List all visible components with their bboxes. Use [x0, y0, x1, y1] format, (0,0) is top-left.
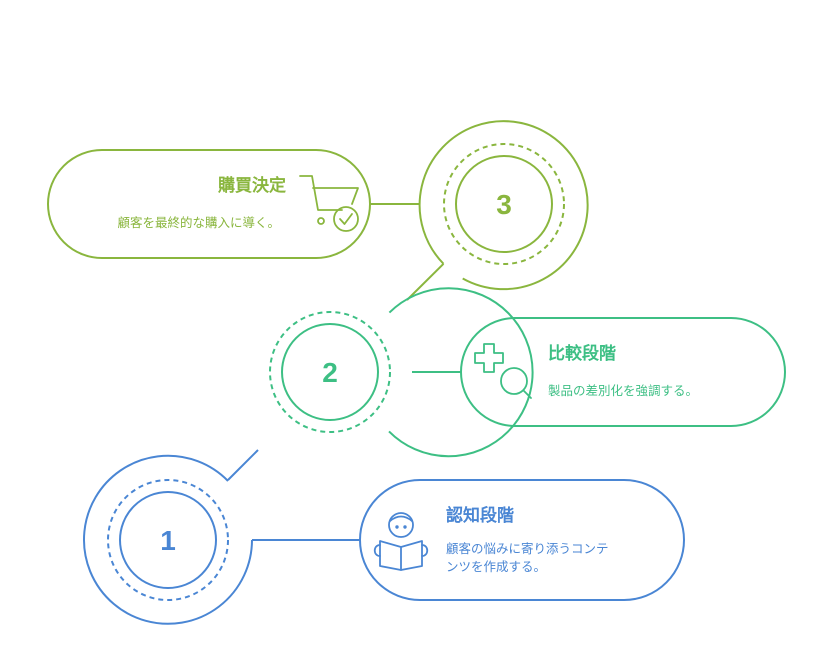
stage-1-inner-ring [119, 491, 217, 589]
stage-3-number: 3 [496, 189, 512, 220]
stage-3-dashed-ring [443, 143, 565, 265]
stage-1-title: 認知段階 [446, 505, 514, 526]
stage-2-number: 2 [322, 357, 338, 388]
stage-3-card [47, 149, 371, 259]
stage-3-inner-ring [455, 155, 553, 253]
stage-2-title: 比較段階 [548, 343, 616, 364]
stage-1 [83, 454, 685, 625]
cart-check-icon [299, 175, 359, 232]
stage-3-link [406, 263, 445, 301]
stage-3-description: 顧客を最終的な購入に導く。 [117, 215, 280, 230]
stage-2-inner-ring [281, 323, 379, 421]
stage-2-outer-ring [388, 287, 534, 458]
stage-1-outer-ring [83, 454, 253, 625]
stage-1-dashed-ring [107, 479, 229, 601]
plus-magnifier-icon [474, 343, 532, 399]
stage-2-description: 製品の差別化を強調する。 [548, 383, 698, 398]
stage-2-card [460, 317, 786, 427]
stage-1-description-line1: 顧客の悩みに寄り添うコンテ [446, 541, 609, 556]
stage-1-number: 1 [160, 525, 176, 556]
stage-1-description-line2: ンツを作成する。 [446, 559, 546, 574]
stage-2-dashed-ring [269, 311, 391, 433]
reading-person-icon [373, 512, 429, 571]
stage-2-link [227, 449, 259, 481]
stage-2 [269, 287, 786, 458]
stage-3 [47, 120, 589, 301]
stage-1-card [359, 479, 685, 601]
stage-3-title: 購買決定 [218, 175, 286, 196]
stage-3-outer-ring [418, 120, 589, 291]
